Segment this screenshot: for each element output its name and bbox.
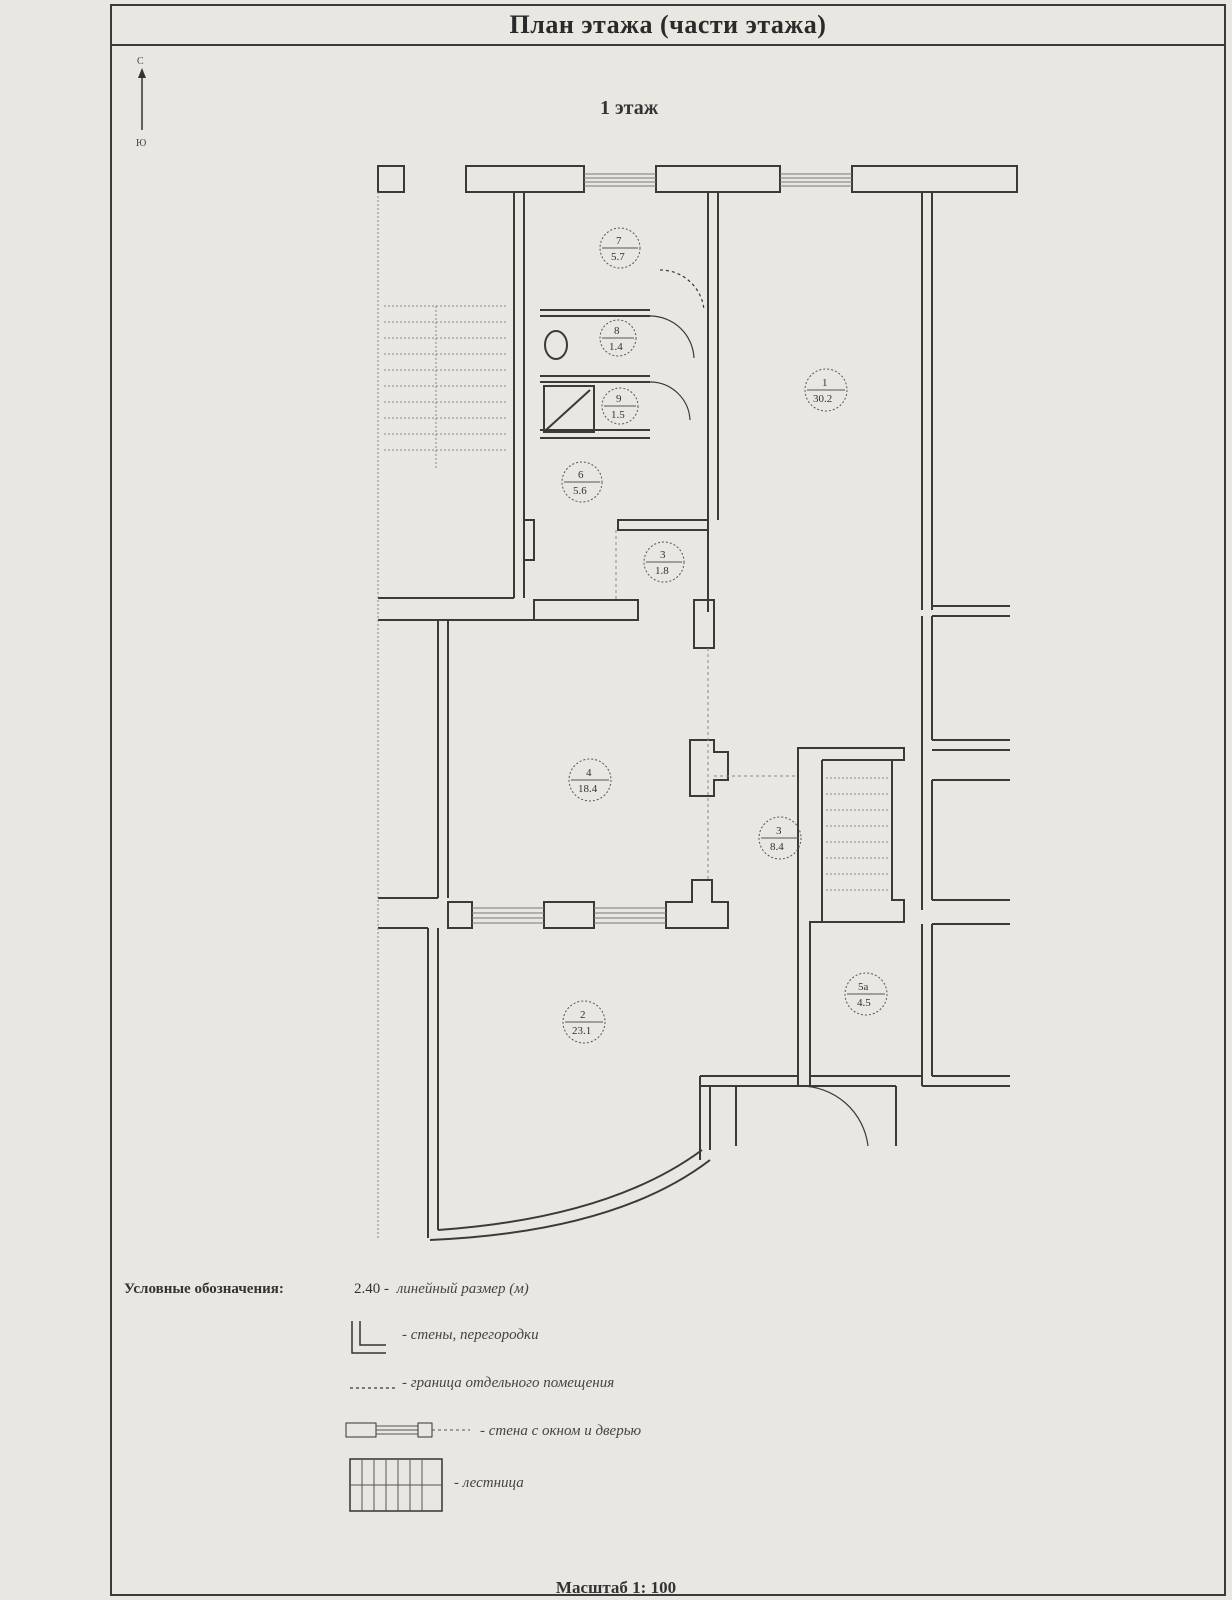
svg-text:9: 9 (616, 393, 622, 405)
stairs-left (377, 192, 508, 1240)
svg-text:3: 3 (776, 825, 782, 837)
room-boundaries (615, 530, 798, 880)
room-label-5a: 5а 4.5 (844, 972, 888, 1016)
svg-text:5а: 5а (858, 981, 869, 993)
svg-text:3: 3 (660, 549, 666, 561)
legend-title: Условные обозначения: (124, 1281, 284, 1297)
room-label-9: 9 1.5 (601, 387, 639, 425)
floor-label: 1 этаж (600, 97, 659, 119)
legend-item-dimension: 2.40 - линейный размер (м) (354, 1281, 529, 1297)
room-label-7: 7 5.7 (599, 227, 641, 269)
svg-text:4: 4 (586, 767, 592, 779)
north-label: С (137, 56, 144, 67)
room-label-3b: 3 8.4 (758, 816, 802, 860)
svg-text:1: 1 (822, 377, 828, 389)
north-arrow-icon: С Ю (136, 56, 146, 149)
legend-item-walls: - стены, перегородки (402, 1327, 539, 1343)
legend-item-stairs: - лестница (454, 1475, 524, 1491)
svg-text:6: 6 (578, 469, 584, 481)
svg-text:5.7: 5.7 (611, 251, 625, 263)
room-labels: 7 5.7 8 1.4 9 1.5 6 5.6 3 1.8 1 (561, 227, 888, 1044)
boundary-legend-icon (350, 1387, 396, 1389)
room-label-3a: 3 1.8 (643, 541, 685, 583)
svg-text:8: 8 (614, 325, 620, 337)
svg-text:5.6: 5.6 (573, 485, 587, 497)
svg-text:7: 7 (616, 235, 622, 247)
top-window-hatch (584, 173, 852, 187)
legend-item-window-door: - стена с окном и дверью (480, 1423, 642, 1439)
window-door-legend-icon (345, 1422, 470, 1438)
room-label-2: 2 23.1 (562, 1000, 606, 1044)
legend: Условные обозначения: 2.40 - линейный ра… (124, 1275, 1024, 1535)
svg-text:1.5: 1.5 (611, 409, 625, 421)
document-frame: План этажа (части этажа) (110, 4, 1226, 1596)
room-label-1: 1 30.2 (804, 368, 848, 412)
middle-window-hatch (472, 907, 666, 924)
room-label-4: 4 18.4 (568, 758, 612, 802)
south-label: Ю (136, 138, 146, 149)
svg-text:2: 2 (580, 1009, 586, 1021)
walls (377, 165, 1018, 1241)
svg-text:4.5: 4.5 (857, 997, 871, 1009)
stairs-right (826, 777, 888, 891)
svg-text:1.8: 1.8 (655, 565, 669, 577)
stairs-legend-icon (349, 1458, 443, 1512)
svg-text:23.1: 23.1 (572, 1025, 591, 1037)
svg-text:1.4: 1.4 (609, 341, 623, 353)
svg-text:8.4: 8.4 (770, 841, 784, 853)
legend-item-boundary: - граница отдельного помещения (402, 1375, 615, 1391)
svg-text:30.2: 30.2 (813, 393, 832, 405)
room-label-6: 6 5.6 (561, 461, 603, 503)
room-label-8: 8 1.4 (599, 319, 637, 357)
svg-text:18.4: 18.4 (578, 783, 598, 795)
walls-legend-icon (351, 1321, 386, 1354)
document-title: План этажа (части этажа) (112, 6, 1224, 46)
scale-label: Масштаб 1: 100 (555, 1578, 677, 1597)
